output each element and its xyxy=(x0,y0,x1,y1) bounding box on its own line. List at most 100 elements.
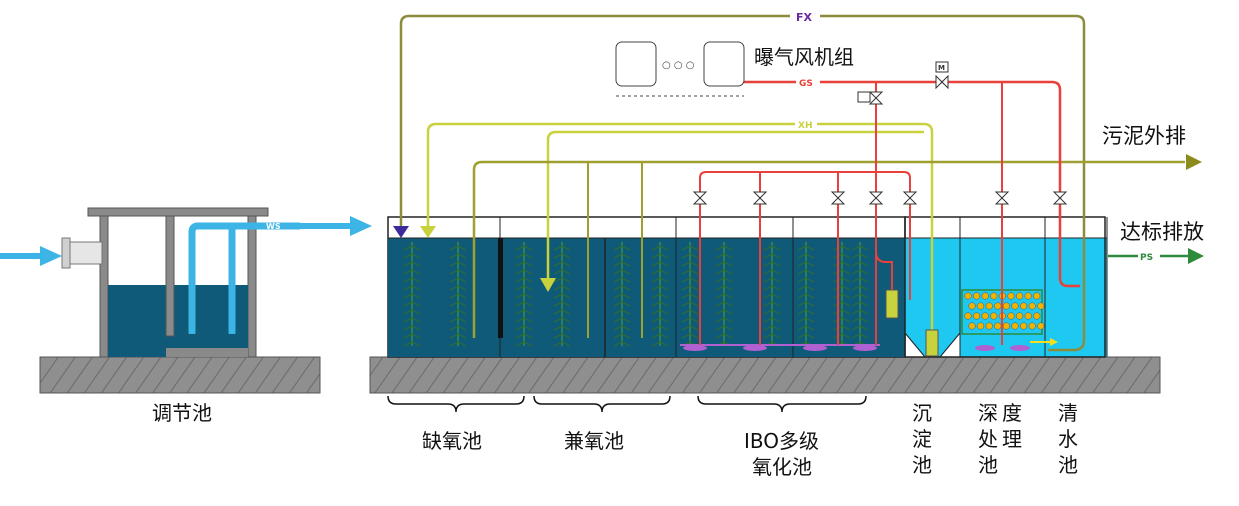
carrier-fiber xyxy=(403,269,421,275)
pump-2 xyxy=(925,329,939,357)
carrier-fiber xyxy=(449,309,467,315)
carrier-fiber xyxy=(403,301,421,307)
media-ball xyxy=(990,292,998,300)
blower-group xyxy=(615,41,745,97)
aerators xyxy=(680,344,1030,351)
carrier-fiber xyxy=(715,301,733,307)
carrier-fiber xyxy=(833,309,851,315)
fx-pipe xyxy=(399,14,1086,352)
media-ball xyxy=(1016,292,1024,300)
carrier-fiber xyxy=(553,245,571,251)
carrier-fiber xyxy=(651,309,669,315)
carrier-fiber xyxy=(651,293,669,299)
advanced-label-2: 度 xyxy=(1002,401,1022,425)
advanced-label-1: 深 xyxy=(978,401,998,425)
carrier-fiber xyxy=(515,253,533,259)
clear-water-label-3: 池 xyxy=(1058,453,1078,477)
carrier-fiber xyxy=(651,301,669,307)
carrier-fiber xyxy=(613,245,631,251)
carrier-fiber xyxy=(651,341,669,347)
carrier-fiber xyxy=(449,245,467,251)
carrier-fiber xyxy=(715,269,733,275)
sludge-pipe xyxy=(472,160,1185,338)
carrier-fiber xyxy=(403,293,421,299)
carrier-fiber xyxy=(553,261,571,267)
carrier-fiber xyxy=(833,285,851,291)
media-ball xyxy=(977,302,985,310)
carrier-fiber xyxy=(681,285,699,291)
ws-code: WS xyxy=(266,222,281,231)
media-ball xyxy=(964,312,972,320)
carrier-fiber xyxy=(763,253,781,259)
media-ball xyxy=(1011,322,1019,330)
carrier-fiber xyxy=(553,277,571,283)
ground-right xyxy=(369,356,1161,394)
carrier-fiber xyxy=(613,285,631,291)
media-ball xyxy=(1007,292,1015,300)
carrier-fiber xyxy=(681,293,699,299)
carrier-fiber xyxy=(553,253,571,259)
carrier-fiber xyxy=(515,325,533,331)
carrier-fiber xyxy=(833,253,851,259)
carrier-fiber xyxy=(715,261,733,267)
advanced-label-4: 理 xyxy=(1002,427,1022,451)
carrier-fiber xyxy=(715,245,733,251)
carrier-fiber xyxy=(449,261,467,267)
carrier-fiber xyxy=(403,253,421,259)
carrier-fiber xyxy=(449,301,467,307)
sedimentation-label-1: 沉 xyxy=(912,401,932,425)
media-ball xyxy=(990,312,998,320)
carrier-fiber xyxy=(613,277,631,283)
carrier-fiber xyxy=(449,269,467,275)
carrier-fiber xyxy=(851,253,869,259)
carrier-fiber xyxy=(797,245,815,251)
carrier-fiber xyxy=(515,333,533,339)
carrier-fiber xyxy=(403,285,421,291)
carrier-fiber xyxy=(681,245,699,251)
carrier-fiber xyxy=(681,317,699,323)
carrier-fiber xyxy=(851,333,869,339)
gs-pipe xyxy=(740,80,1080,288)
media-ball xyxy=(1007,312,1015,320)
carrier-fiber xyxy=(833,301,851,307)
media-ball xyxy=(977,322,985,330)
carrier-fiber xyxy=(833,277,851,283)
carrier-fiber xyxy=(833,317,851,323)
carrier-fiber xyxy=(715,293,733,299)
carrier-fiber xyxy=(651,269,669,275)
motor-valve-2 xyxy=(857,91,871,103)
carrier-fiber xyxy=(681,261,699,267)
carrier-fiber xyxy=(833,269,851,275)
carrier-fiber xyxy=(763,261,781,267)
carrier-fiber xyxy=(515,301,533,307)
discharge-arrow xyxy=(1188,248,1204,264)
media-ball xyxy=(1011,302,1019,310)
carrier-fiber xyxy=(797,293,815,299)
carrier-fiber xyxy=(833,245,851,251)
carrier-fiber xyxy=(763,301,781,307)
ground-left xyxy=(39,356,321,394)
media-ball xyxy=(981,312,989,320)
media-ball xyxy=(968,302,976,310)
carrier-fiber xyxy=(763,277,781,283)
carrier-fiber xyxy=(833,261,851,267)
ps-code: PS xyxy=(1140,253,1153,263)
xh-pipe xyxy=(426,122,934,330)
carrier-fiber xyxy=(553,333,571,339)
carrier-fiber xyxy=(553,269,571,275)
carrier-fiber xyxy=(553,301,571,307)
media-ball xyxy=(994,322,1002,330)
carrier-fiber xyxy=(651,245,669,251)
carrier-fiber xyxy=(797,261,815,267)
anoxic-tank-label: 缺氧池 xyxy=(422,429,482,453)
gs-code: GS xyxy=(799,79,813,89)
carrier-fiber xyxy=(797,333,815,339)
carrier-fiber xyxy=(403,325,421,331)
carrier-fiber xyxy=(613,317,631,323)
carrier-fiber xyxy=(681,309,699,315)
carrier-fiber xyxy=(715,309,733,315)
carrier-fiber xyxy=(403,333,421,339)
carrier-fiber xyxy=(449,253,467,259)
carrier-fiber xyxy=(515,277,533,283)
